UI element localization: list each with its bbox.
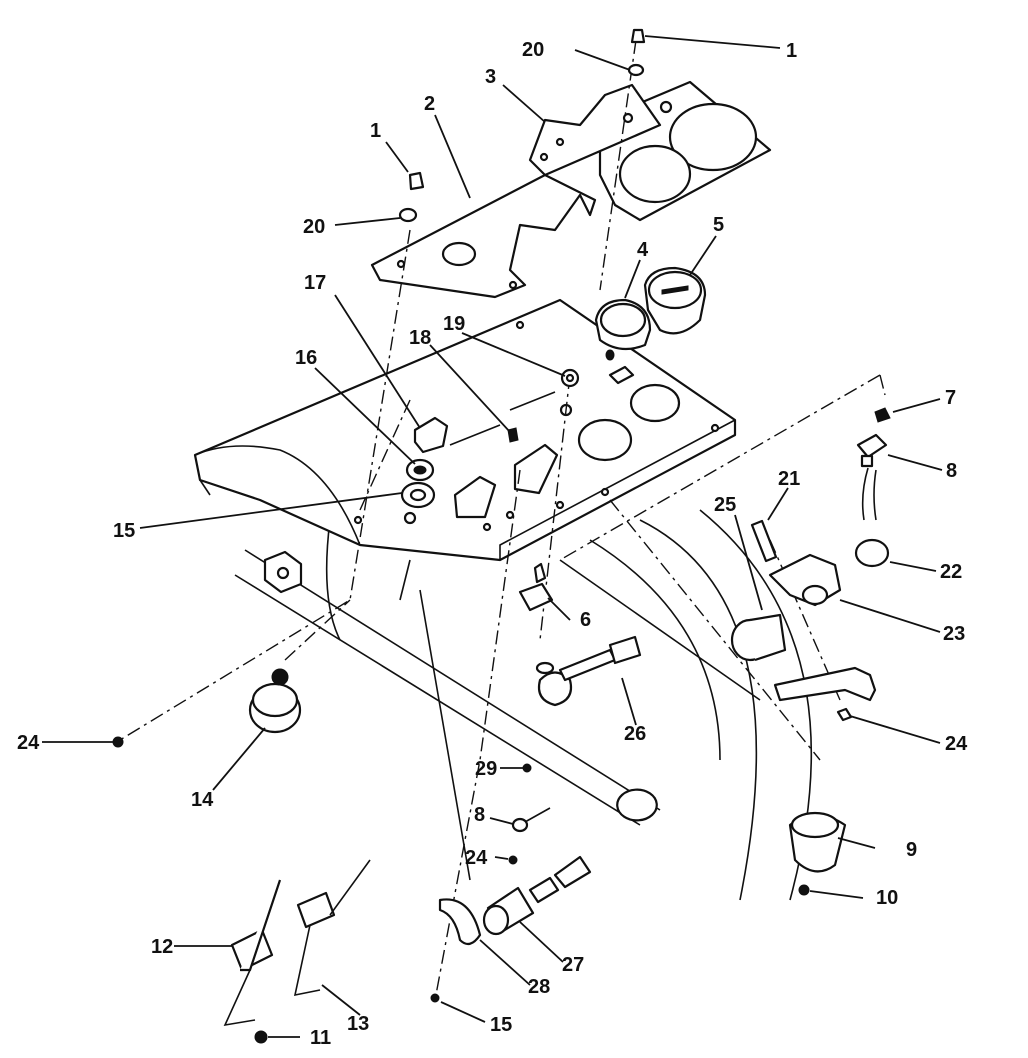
- nut-24-right: [836, 707, 853, 722]
- screws-1: [408, 28, 646, 191]
- callout-21: 21: [778, 468, 800, 490]
- small-parts-29-8-24: [508, 763, 551, 865]
- callout-26: 26: [624, 723, 646, 745]
- bolt-21: [750, 519, 778, 563]
- callout-15-bottom: 15: [490, 1014, 512, 1036]
- callout-11: 11: [310, 1027, 331, 1049]
- callout-labels: 1 20 3 2 1 20 4 5 17 19 18 16 7 8 21 25 …: [17, 39, 968, 1049]
- switch-17: [413, 416, 449, 454]
- callout-17: 17: [304, 272, 326, 294]
- bulb-7: [874, 407, 891, 423]
- harness-26: [535, 635, 642, 707]
- callout-4: 4: [637, 239, 649, 261]
- frame-rails: [234, 509, 813, 901]
- switch-18: [507, 427, 519, 443]
- clip-28: [438, 898, 482, 946]
- callout-10: 10: [876, 887, 898, 909]
- callout-20-left: 20: [303, 216, 325, 238]
- hour-meter-4: [594, 298, 652, 361]
- switch-12: [223, 879, 282, 1027]
- socket-8: [856, 433, 888, 521]
- callout-14: 14: [191, 789, 214, 811]
- callout-23: 23: [943, 623, 965, 645]
- callout-1-top: 1: [786, 40, 797, 62]
- callout-25: 25: [714, 494, 736, 516]
- callout-24-right: 24: [945, 733, 968, 755]
- main-panel: [193, 298, 737, 562]
- bracket-23: [768, 553, 842, 607]
- callout-13: 13: [347, 1013, 369, 1035]
- bracket-3: [528, 83, 662, 177]
- callout-8-center: 8: [474, 804, 485, 826]
- ring-22: [854, 538, 890, 568]
- callout-18: 18: [409, 327, 431, 349]
- callout-27: 27: [562, 954, 584, 976]
- callout-5: 5: [713, 214, 724, 236]
- callout-3: 3: [485, 66, 496, 88]
- callout-9: 9: [906, 839, 917, 861]
- callout-29: 29: [475, 758, 497, 780]
- callout-28: 28: [528, 976, 550, 998]
- callout-16: 16: [295, 347, 317, 369]
- callout-15-left: 15: [113, 520, 135, 542]
- small-parts-10-11-15: [112, 736, 810, 1044]
- switch-9: [788, 811, 847, 873]
- knob-14: [248, 668, 302, 734]
- callout-8-right: 8: [946, 460, 957, 482]
- callout-19: 19: [443, 313, 465, 335]
- grommet-16: [405, 458, 435, 482]
- switch-13: [293, 859, 371, 997]
- callout-20-top: 20: [522, 39, 544, 61]
- leader-lines: [42, 35, 943, 1038]
- grommet-15: [400, 481, 436, 509]
- callout-6: 6: [580, 609, 591, 631]
- cover-plate: [370, 173, 597, 299]
- connector-27: [482, 855, 592, 936]
- gauge-5: [643, 266, 707, 335]
- callout-1-left: 1: [370, 120, 381, 142]
- callout-22: 22: [940, 561, 962, 583]
- callout-24-center: 24: [465, 847, 488, 869]
- callout-7: 7: [945, 387, 956, 409]
- washer-19: [560, 368, 580, 388]
- callout-12: 12: [151, 936, 173, 958]
- strap-bracket: [773, 666, 877, 702]
- callout-2: 2: [424, 93, 435, 115]
- key-switch-6: [518, 562, 554, 612]
- lamp-25: [730, 613, 787, 662]
- callout-24-left: 24: [17, 732, 40, 754]
